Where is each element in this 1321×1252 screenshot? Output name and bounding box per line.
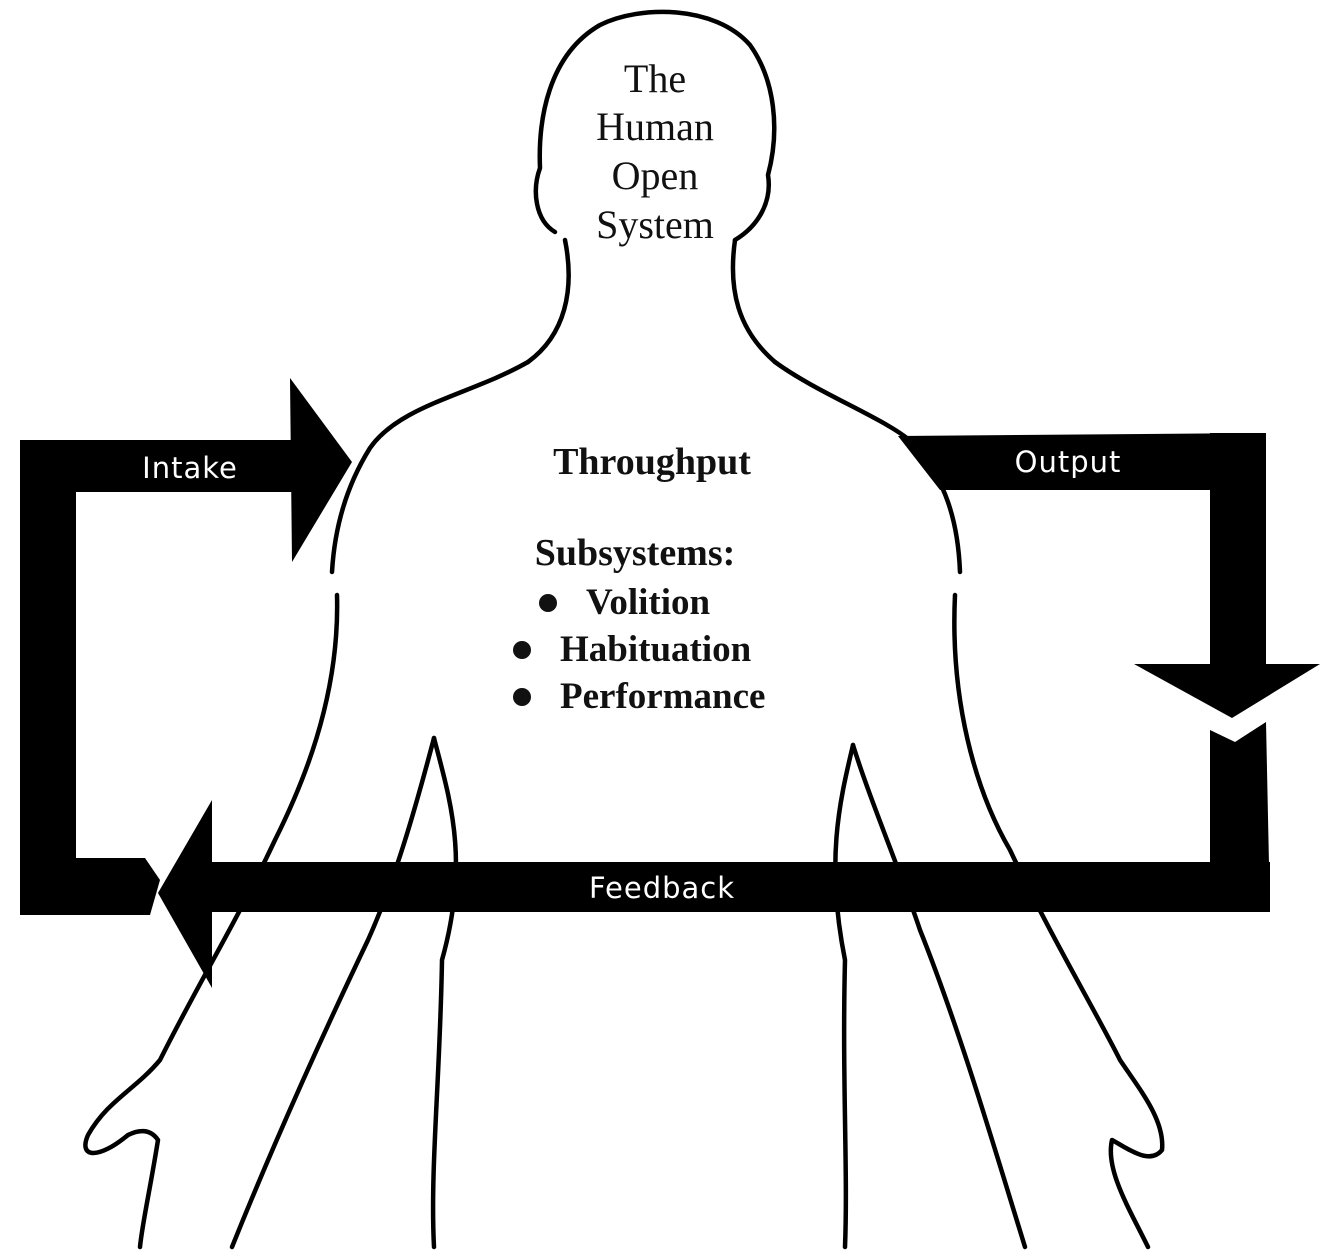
title-line-3: Open: [612, 153, 699, 198]
throughput-heading: Throughput: [553, 441, 751, 483]
subsystem-item: Volition: [586, 582, 710, 623]
throughput-block: Throughput Subsystems: Volition Habituat…: [513, 441, 765, 717]
output-label: Output: [1015, 445, 1122, 479]
left-vertical-band: [20, 440, 76, 915]
neck-right-outline: [733, 240, 775, 362]
right-arm-outline: [954, 595, 1162, 1247]
left-arm-inner-outline: [232, 738, 434, 1247]
right-torso-outline: [835, 745, 853, 1247]
left-shoulder-outline: [332, 362, 528, 572]
subsystem-item: Habituation: [560, 629, 752, 670]
feedback-arrowhead: [158, 800, 212, 988]
neck-left-outline: [528, 240, 569, 362]
intake-arrowhead: [290, 378, 352, 562]
title-line-1: The: [624, 56, 686, 101]
intake-label: Intake: [142, 451, 238, 485]
subsystems-label: Subsystems:: [535, 532, 736, 574]
bullet-volition: [539, 594, 557, 612]
right-vertical-band-upper: [1210, 433, 1266, 675]
bullet-habituation: [513, 641, 531, 659]
subsystem-item: Performance: [560, 676, 765, 717]
feedback-left-band: [20, 858, 160, 915]
right-arm-inner-outline: [853, 745, 1025, 1247]
output-arrowhead: [1134, 664, 1320, 718]
feedback-label: Feedback: [589, 871, 735, 905]
left-torso-outline: [433, 738, 456, 1247]
bullet-performance: [513, 688, 531, 706]
title-line-4: System: [596, 202, 714, 247]
title-block: The Human Open System: [596, 56, 714, 247]
title-line-2: Human: [596, 104, 714, 149]
